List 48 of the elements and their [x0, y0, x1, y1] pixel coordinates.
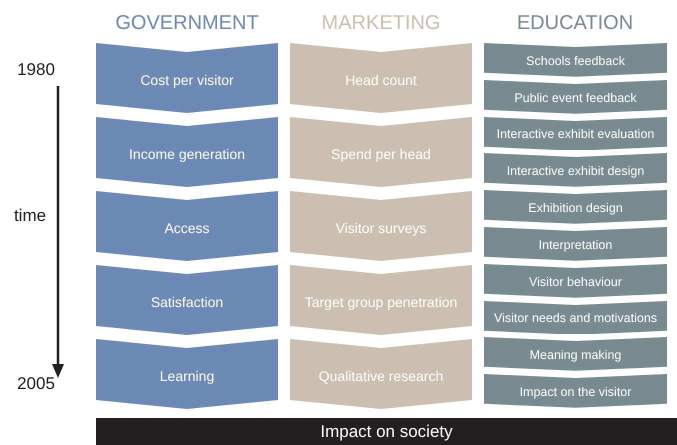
box-label: Head count: [345, 71, 417, 88]
chevron-box: [484, 227, 667, 261]
chevron-box: [290, 265, 472, 335]
chevron-box: [96, 117, 278, 187]
box-label: Visitor behaviour: [529, 274, 622, 289]
chevron-box: [484, 337, 667, 372]
axis-label: time: [14, 206, 46, 226]
chevron-box: [484, 116, 667, 150]
column-heading: MARKETING: [322, 12, 440, 35]
box-label: Interactive exhibit evaluation: [496, 126, 654, 142]
footer-bar: [96, 418, 677, 445]
box-label: Target group penetration: [304, 293, 458, 310]
box-label: Access: [164, 219, 210, 236]
chevron-box: [484, 43, 667, 77]
box-label: Cost per visitor: [140, 71, 234, 88]
box-label: Interactive exhibit design: [506, 163, 644, 178]
chevron-box: [484, 374, 667, 408]
box-label: Satisfaction: [150, 293, 224, 310]
chevron-box: [290, 43, 472, 113]
box-label: Visitor surveys: [336, 219, 426, 236]
chevron-box: [484, 264, 667, 298]
box-label: Exhibition design: [528, 200, 623, 216]
year-label: 1980: [17, 60, 55, 80]
chevron-box: [290, 191, 472, 261]
box-label: Spend per head: [331, 145, 431, 162]
year-label: 2005: [17, 374, 55, 394]
box-label: Income generation: [129, 145, 245, 162]
box-label: Meaning making: [530, 347, 622, 362]
column-heading: EDUCATION: [516, 12, 634, 35]
bar-label: Impact on society: [320, 422, 453, 442]
chevron-box: [96, 265, 278, 335]
chevron-box: [484, 80, 667, 114]
chevron-box: [484, 300, 667, 334]
box-label: Interpretation: [538, 236, 612, 252]
chevron-box: [96, 339, 278, 409]
box-label: Learning: [160, 367, 214, 384]
box-label: Visitor needs and motivations: [494, 310, 658, 326]
chevron-box: [96, 43, 278, 113]
box-label: Public event feedback: [514, 90, 637, 105]
chevron-box: [484, 153, 667, 188]
box-label: Qualitative research: [318, 367, 444, 384]
box-label: Schools feedback: [526, 52, 625, 68]
box-label: Impact on the visitor: [520, 384, 632, 400]
chevron-box: [290, 117, 472, 187]
chevron-box: [96, 191, 278, 261]
chevron-box: [290, 339, 472, 409]
chevron-box: [484, 190, 667, 224]
column-heading: GOVERNMENT: [115, 12, 259, 35]
